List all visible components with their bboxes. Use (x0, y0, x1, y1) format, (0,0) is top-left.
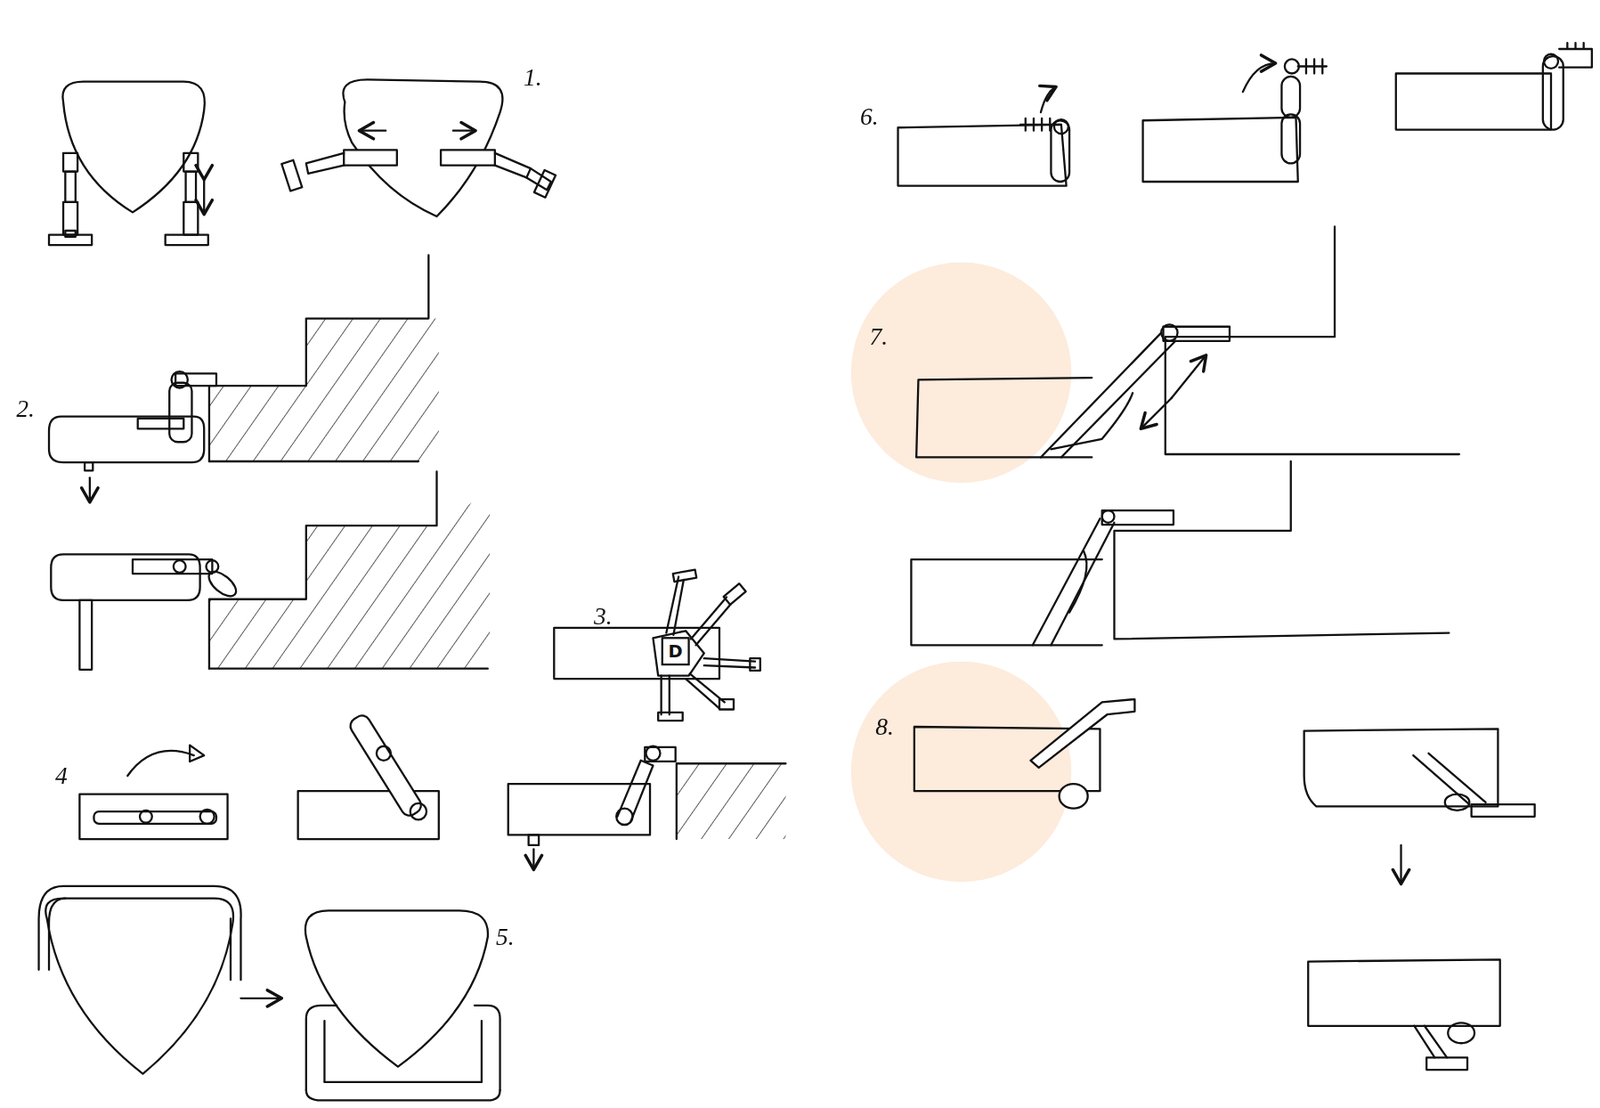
sketch-5 (39, 885, 501, 1101)
callout-number: 5. (495, 924, 515, 950)
highlight-circles (851, 262, 1073, 883)
sketch-8 (914, 698, 1536, 1070)
callout-number: 1. (523, 64, 543, 90)
sketch-1 (48, 79, 556, 245)
joint-box: D (661, 636, 691, 666)
sketch-4 (79, 712, 786, 870)
joint-letter: D (668, 641, 683, 662)
callout-number: 7. (869, 324, 888, 350)
callout-number: 8. (875, 714, 894, 740)
sketch-6 (898, 42, 1592, 186)
sketch-7 (910, 226, 1459, 645)
sketch-3 (553, 569, 761, 721)
callout-number: 6. (860, 104, 879, 130)
callout-number: 3. (593, 603, 613, 629)
callout-number: 2. (16, 396, 35, 422)
callout-number: 4 (55, 763, 68, 788)
sketch-2 (48, 255, 490, 670)
